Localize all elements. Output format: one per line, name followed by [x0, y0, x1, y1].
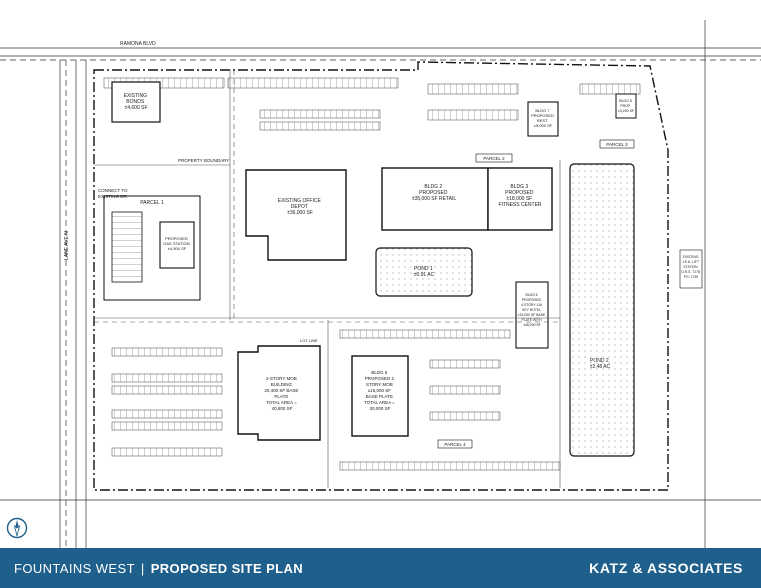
- parcel-2-label-box: [475, 153, 513, 163]
- south-parking-stalls: [111, 329, 561, 471]
- north-parking-stalls: [579, 83, 641, 95]
- bldg-3-building: [487, 167, 553, 231]
- existing-office-depot-building: [245, 169, 347, 261]
- parcel-3-label-box: [599, 139, 635, 149]
- existing-bonos-building: [111, 81, 161, 123]
- pond-2-label: POND 2 ±2.48 AC: [590, 358, 611, 370]
- parcel-4-label-box: [437, 439, 473, 449]
- lot-line-label: LOT LINE: [300, 338, 318, 343]
- footer-title-group: FOUNTAINS WEST | PROPOSED SITE PLAN: [14, 561, 303, 576]
- lift-station-box: [679, 249, 703, 289]
- pond-1: [375, 247, 473, 297]
- road-north-label: RAMONA BLVD: [120, 41, 156, 47]
- site-plan-drawing: EXISTING BONOS ±4,600 SF RAMONA BLVD LAN…: [0, 20, 761, 548]
- bldg-5-label: BLDG 5 PROPOSED 2 STORY MOB ±15,000 SF B…: [364, 370, 396, 411]
- restaurant-building: [527, 101, 559, 137]
- pond-1-label: POND 1 ±0.91 AC: [414, 266, 435, 278]
- internal-drive-lines: [94, 70, 561, 488]
- road-west-label: LANE AVE N: [64, 231, 70, 260]
- lift-station-label: EXISTING J.E.A. LIFT STATION O.R.S. 7278…: [681, 255, 701, 279]
- bldg-2-label: BLDG 2 PROPOSED ±35,000 SF RETAIL: [412, 184, 457, 202]
- parcel-3-label: PARCEL 3: [606, 142, 628, 147]
- compass-north-arrow-icon: [6, 517, 28, 539]
- north-parking-stalls: [227, 77, 399, 89]
- project-name: FOUNTAINS WEST: [14, 560, 135, 576]
- gas-station-label: PROPOSED GAS STATION ±4,500 SF: [163, 236, 190, 251]
- plan-title: PROPOSED SITE PLAN: [150, 560, 304, 576]
- north-parking-stalls: [427, 109, 519, 121]
- north-parking-stalls: [259, 121, 381, 131]
- parcel-1-outline: [103, 195, 201, 301]
- bldg-3-label: BLDG 3 PROPOSED ±18,000 SF FITNESS CENTE…: [498, 184, 541, 208]
- property-boundary-line: [93, 61, 669, 491]
- north-parking-stalls: [259, 109, 381, 119]
- mob-building-label: 2-STORY MOB BUILDING 20,400 SF BASE PLAT…: [264, 376, 299, 411]
- office-depot-label: EXISTING OFFICE DEPOT ±36,000 SF: [278, 198, 322, 216]
- north-parking-stalls: [427, 83, 519, 95]
- restaurant-label: BLDG 7 PROPOSED REST. ±5,000 SF: [531, 108, 555, 128]
- small-building-label: BLDG 8 PROP. ±3,200 SF: [618, 99, 634, 113]
- gas-station-canopy: [111, 211, 143, 283]
- property-boundary-label: PROPERTY BOUNDARY: [178, 158, 229, 163]
- pond-2: [569, 163, 635, 457]
- bldg-6-hotel-building: [515, 281, 549, 349]
- connect-note: CONNECT TO EXISTING DR.: [98, 188, 129, 199]
- parcel-4-label: PARCEL 4: [444, 442, 466, 447]
- mob-building: [237, 345, 321, 441]
- gas-station-building: [159, 221, 195, 269]
- bldg-6-label: BLDG 6 PROPOSED 4-STORY 116 KEY HOTEL ±1…: [518, 293, 546, 327]
- footer-bar: FOUNTAINS WEST | PROPOSED SITE PLAN KATZ…: [0, 548, 761, 588]
- parcel-2-label: PARCEL 2: [483, 156, 505, 161]
- small-building: [615, 93, 637, 119]
- road-linework: [0, 20, 761, 548]
- north-parking-stalls: [103, 77, 225, 89]
- firm-name: KATZ & ASSOCIATES: [589, 560, 743, 576]
- title-separator: |: [140, 560, 145, 576]
- parcel-1-label: PARCEL 1: [140, 200, 164, 206]
- bldg-5-building: [351, 355, 409, 437]
- existing-bonos-label: EXISTING BONOS ±4,600 SF: [124, 93, 149, 111]
